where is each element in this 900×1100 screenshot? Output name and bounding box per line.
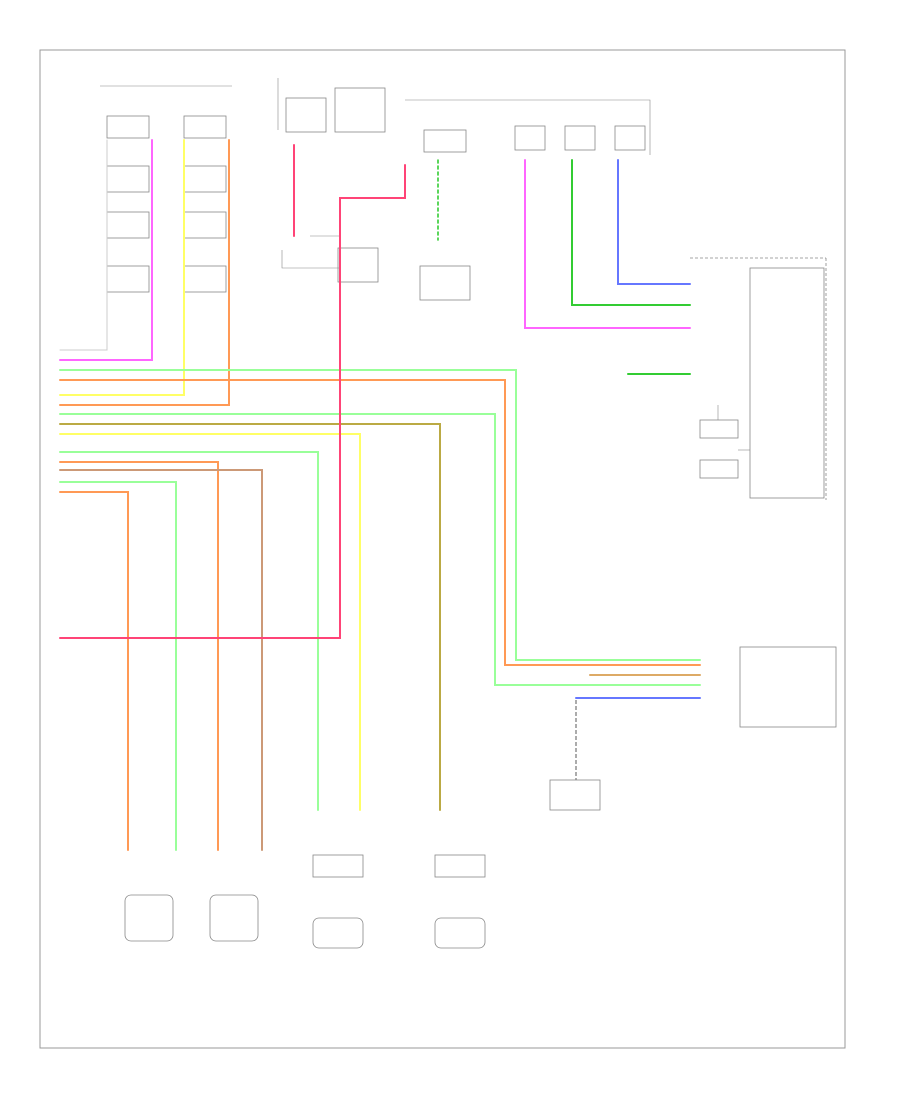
wire-light-green-3	[59, 451, 319, 811]
wire-pink-cluster	[524, 159, 691, 329]
wire-harness	[59, 139, 701, 851]
wire-light-green-2	[59, 413, 701, 686]
wire-light-green-4	[59, 481, 177, 851]
wire-green-cluster	[571, 159, 691, 306]
seat-sensor-group	[100, 85, 232, 293]
wire-light-green-bus	[59, 369, 701, 661]
wire-orange-bus	[59, 379, 701, 666]
wire-brown-bus	[59, 469, 263, 851]
wire-yellow-1	[59, 139, 185, 396]
wire-olive-bus	[59, 423, 441, 811]
upper-center-components	[277, 78, 651, 301]
wire-gray-1	[59, 139, 108, 351]
wire-red-pink-main	[59, 164, 406, 639]
bottom-connectors	[124, 854, 486, 949]
wire-pink-1	[59, 139, 153, 361]
wire-orange-3	[59, 491, 129, 851]
wire-orange-2	[59, 461, 219, 851]
wire-orange-1	[59, 139, 230, 406]
wire-yellow-bus	[59, 433, 361, 811]
instrument-cluster-block	[690, 257, 827, 500]
wire-blue-cluster	[617, 159, 691, 285]
diagram-frame	[39, 49, 846, 1049]
restraint-module-block	[549, 646, 837, 811]
